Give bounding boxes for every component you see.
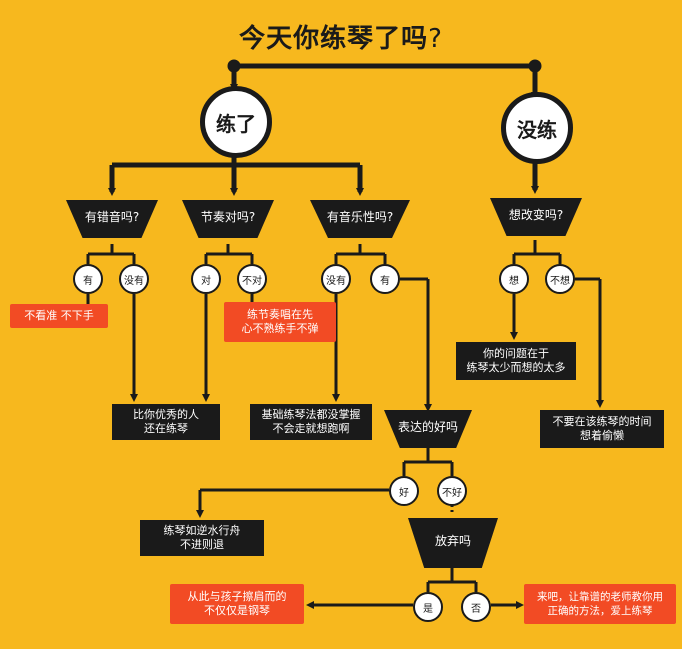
answer-expr-good: 好 <box>389 476 419 506</box>
outcome-come-on: 来吧，让靠谱的老师教你用 正确的方法，爱上练琴 <box>524 584 676 624</box>
answer-expr-bad: 不好 <box>437 476 467 506</box>
question-want-change: 想改变吗? <box>490 198 582 236</box>
answer-rhythm-yes: 对 <box>191 264 221 294</box>
answer-music-yes: 有 <box>370 264 400 294</box>
answer-giveup-no: 否 <box>461 592 491 622</box>
question-rhythm: 节奏对吗? <box>182 200 274 238</box>
outcome-more-than-piano: 从此与孩子擦肩而的 不仅仅是钢琴 <box>170 584 304 624</box>
outcome-against-current: 练琴如逆水行舟 不进则退 <box>140 520 264 556</box>
outcome-better-than-you: 比你优秀的人 还在练琴 <box>112 404 220 440</box>
node-practiced: 练了 <box>200 86 272 158</box>
outcome-rhythm-fix: 练节奏唱在先 心不熟练手不弹 <box>224 302 336 342</box>
question-mark: ? <box>428 24 443 54</box>
outcome-your-problem: 你的问题在于 练琴太少而想的太多 <box>456 342 576 380</box>
question-give-up: 放弃吗 <box>408 518 498 568</box>
question-musicality: 有音乐性吗? <box>310 200 410 238</box>
answer-change-yes: 想 <box>499 264 529 294</box>
answer-wrong-no: 没有 <box>119 264 149 294</box>
question-expression: 表达的好吗 <box>384 410 472 448</box>
answer-wrong-yes: 有 <box>73 264 103 294</box>
answer-giveup-yes: 是 <box>413 592 443 622</box>
outcome-dont-be-lazy: 不要在该练琴的时间 想着偷懒 <box>540 410 664 448</box>
outcome-look-carefully: 不看准 不下手 <box>10 304 108 328</box>
answer-rhythm-no: 不对 <box>237 264 267 294</box>
outcome-basics: 基础练琴法都没掌握 不会走就想跑啊 <box>250 404 372 440</box>
answer-change-no: 不想 <box>545 264 575 294</box>
page-title: 今天你练琴了吗? <box>239 24 443 54</box>
answer-music-no: 没有 <box>321 264 351 294</box>
question-wrong-notes: 有错音吗? <box>66 200 158 238</box>
node-not-practiced: 没练 <box>501 92 573 164</box>
